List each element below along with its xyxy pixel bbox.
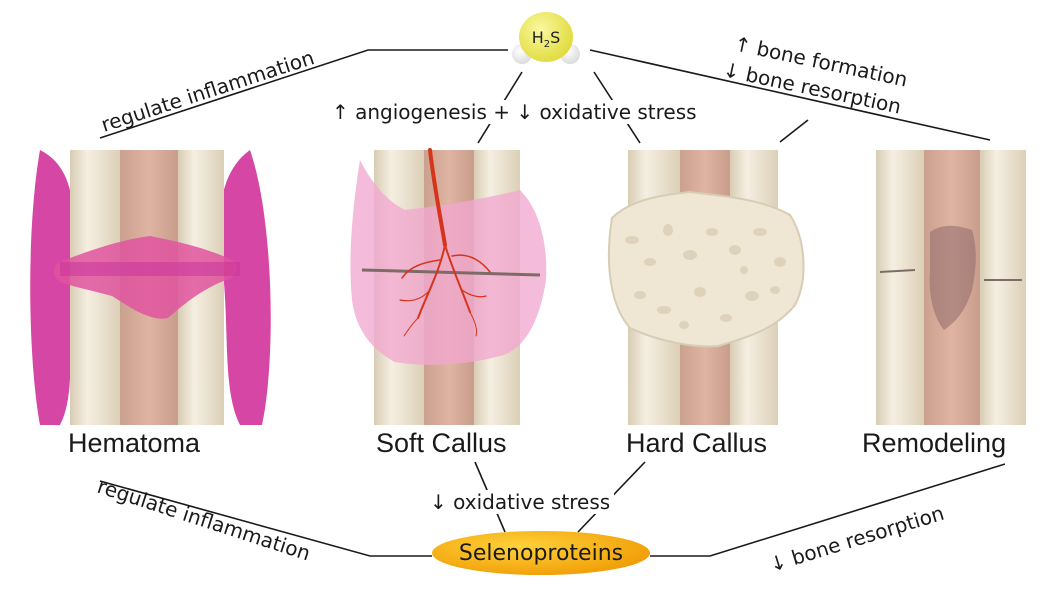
h2s-formula: H2S	[531, 28, 561, 51]
remodeling-bone-right	[980, 150, 1026, 425]
selenoprotein-effect-remodeling: ↓ bone resorption	[766, 501, 946, 577]
fracture-gap	[60, 262, 240, 276]
blood-vessels	[399, 148, 491, 337]
selenoprotein-effect-callus: ↓ oxidative stress	[426, 490, 615, 514]
soft-callus-illustration	[350, 148, 547, 425]
woven-bone-pores	[625, 224, 786, 329]
remodeling-crack-left	[879, 269, 916, 273]
stage-label-hard-callus: Hard Callus	[626, 428, 768, 458]
hematoma-blood-left	[30, 150, 74, 425]
h2s-effect-hematoma: regulate inflammation	[98, 45, 317, 137]
selenoproteins-badge: Selenoproteins	[432, 531, 650, 575]
hematoma-blood-right	[219, 150, 271, 425]
h2s-effect-callus: ↑ angiogenesis + ↓ oxidative stress	[328, 100, 701, 124]
stage-label-hematoma: Hematoma	[68, 428, 201, 458]
selenoproteins-label: Selenoproteins	[458, 540, 624, 566]
selenoprotein-effect-hematoma: regulate inflammation	[94, 474, 313, 566]
soft-callus-tissue	[350, 160, 547, 365]
fracture-line	[361, 268, 541, 277]
hard-callus-woven-bone	[607, 190, 805, 348]
stage-label-remodeling: Remodeling	[862, 428, 1007, 458]
remodeling-illustration	[876, 150, 1026, 425]
remodeling-bone-left	[876, 150, 924, 425]
hematoma-illustration	[30, 150, 271, 425]
remodeling-trabecular-bone	[929, 225, 976, 330]
h2s-molecule: H2S	[508, 12, 584, 66]
hematoma-clot	[54, 236, 237, 319]
hard-callus-illustration	[607, 150, 805, 425]
sulfur-atom	[519, 12, 573, 62]
stage-label-soft-callus: Soft Callus	[376, 428, 507, 458]
